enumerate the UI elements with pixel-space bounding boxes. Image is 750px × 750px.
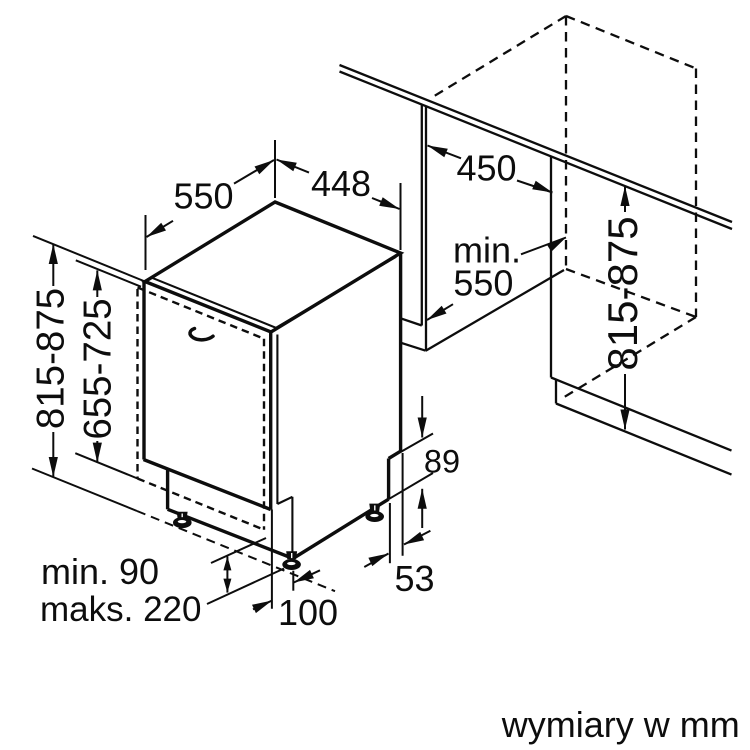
svg-text:815-875: 815-875 xyxy=(30,288,73,429)
svg-text:100: 100 xyxy=(278,592,338,633)
svg-text:89: 89 xyxy=(424,444,460,480)
svg-text:550: 550 xyxy=(453,262,513,303)
svg-text:815-875: 815-875 xyxy=(599,216,646,370)
svg-text:448: 448 xyxy=(311,163,371,204)
svg-text:maks. 220: maks. 220 xyxy=(40,590,201,629)
svg-text:min. 90: min. 90 xyxy=(41,551,159,592)
svg-text:53: 53 xyxy=(394,558,434,599)
svg-text:wymiary w mm: wymiary w mm xyxy=(501,704,740,745)
svg-text:450: 450 xyxy=(456,147,516,188)
svg-text:655-725: 655-725 xyxy=(77,298,120,439)
svg-text:550: 550 xyxy=(173,176,233,217)
svg-text:min.: min. xyxy=(453,229,521,270)
